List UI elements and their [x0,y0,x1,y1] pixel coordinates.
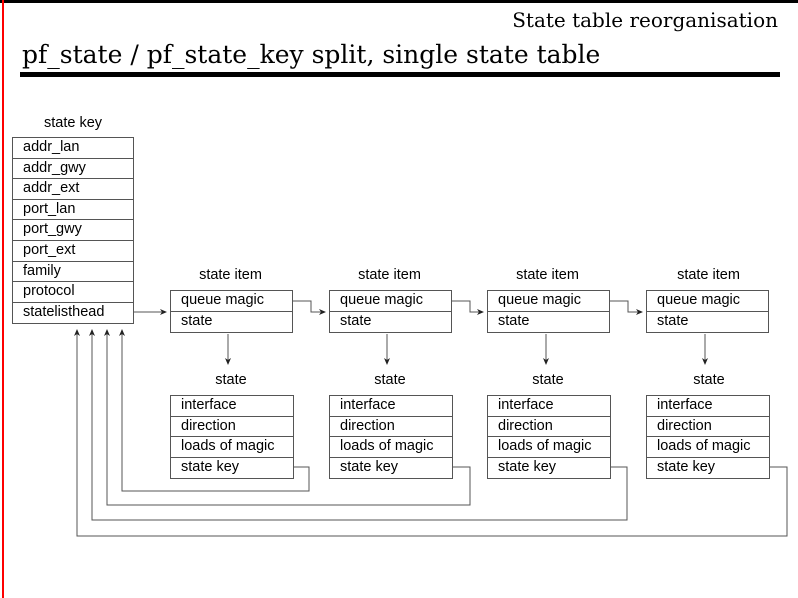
state-field: direction [171,417,293,438]
state-field: state key [340,458,399,475]
state-item-struct: queue magic state [170,290,293,334]
state-item-field: queue magic [488,291,609,312]
state-caption: state [693,372,725,388]
state-struct: interface direction loads of magic state… [487,395,611,480]
state-field: state key [181,458,240,475]
state-item-caption: state item [199,267,262,283]
state-field: state key [657,458,716,475]
slide-kicker: State table reorganisation [512,8,778,32]
slide-top-bar [0,0,798,3]
state-item-field: state [181,312,213,329]
state-field: state key [498,458,557,475]
state-field: loads of magic [171,437,293,458]
state-item-field: queue magic [330,291,451,312]
state-field: interface [330,396,452,417]
state-struct: interface direction loads of magic state… [646,395,770,480]
state-key-field: port_ext [13,241,133,262]
state-item-struct: queue magic state [646,290,769,334]
state-field: interface [171,396,293,417]
state-key-field: port_gwy [13,220,133,241]
slide-title: pf_state / pf_state_key split, single st… [22,40,601,69]
state-item-field: state [657,312,689,329]
state-key-field: addr_lan [13,138,133,159]
state-key-field: protocol [13,282,133,303]
state-key-field: addr_gwy [13,159,133,180]
state-item-caption: state item [677,267,740,283]
state-item-caption: state item [358,267,421,283]
state-key-field: statelisthead [23,303,105,320]
state-field: direction [488,417,610,438]
slide-title-rule [20,72,780,77]
state-field: interface [647,396,769,417]
state-item-field: state [498,312,530,329]
state-field: loads of magic [330,437,452,458]
state-field: loads of magic [647,437,769,458]
state-caption: state [374,372,406,388]
state-field: direction [330,417,452,438]
state-item-struct: queue magic state [329,290,452,334]
state-key-field: addr_ext [13,179,133,200]
state-item-field: state [340,312,372,329]
slide-accent-stripe [2,0,4,598]
state-item-field: queue magic [171,291,292,312]
state-key-field: port_lan [13,200,133,221]
state-item-struct: queue magic state [487,290,610,334]
state-struct: interface direction loads of magic state… [329,395,453,480]
state-key-struct: addr_lan addr_gwy addr_ext port_lan port… [12,137,134,325]
state-key-field: family [13,262,133,283]
state-struct: interface direction loads of magic state… [170,395,294,480]
state-field: interface [488,396,610,417]
state-caption: state [215,372,247,388]
state-item-field: queue magic [647,291,768,312]
state-field: direction [647,417,769,438]
state-key-caption: state key [43,115,103,131]
state-field: loads of magic [488,437,610,458]
state-caption: state [532,372,564,388]
state-item-caption: state item [516,267,579,283]
